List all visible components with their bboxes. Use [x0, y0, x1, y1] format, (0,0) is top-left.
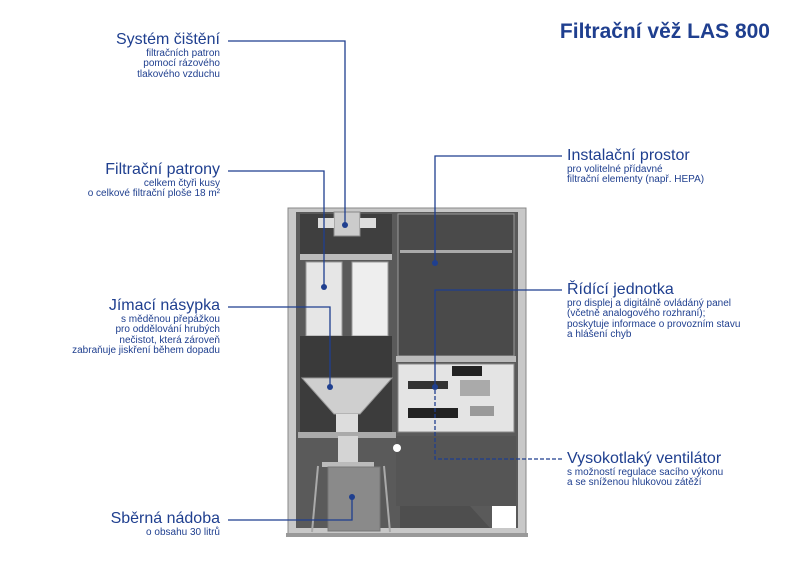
label-line: pro displej a digitálně ovládáný panel	[567, 297, 732, 309]
leader-hopper	[228, 306, 331, 387]
label-line: a se sníženou hlukovou zátěží	[567, 477, 702, 489]
label-heading: Systém čištění	[115, 31, 220, 48]
leader-fan	[434, 387, 562, 460]
marker-dot	[321, 284, 327, 290]
label-line: tlakového vzduchu	[137, 68, 220, 80]
marker-dot	[349, 494, 355, 500]
label-line: s možností regulace sacího výkonu	[567, 466, 724, 478]
label-line: celkem čtyři kusy	[143, 177, 220, 189]
label-install-space: Instalační prostor pro volitelné přídavn…	[567, 147, 797, 186]
label-heading: Sběrná nádoba	[110, 510, 220, 527]
label-heading: Jímací násypka	[108, 297, 220, 314]
label-heading: Instalační prostor	[567, 147, 690, 164]
label-fan: Vysokotlaký ventilátor s možností regula…	[567, 450, 797, 489]
label-line: filtrační elementy (např. HEPA)	[567, 174, 705, 186]
label-collection-container: Sběrná nádoba o obsahu 30 litrů	[0, 510, 220, 538]
label-line: filtračních patron	[146, 47, 220, 59]
install-space	[397, 213, 515, 357]
label-filter-cartridges: Filtrační patrony celkem čtyři kusy o ce…	[0, 161, 220, 200]
label-heading: Filtrační patrony	[105, 161, 220, 178]
marker-dot	[432, 384, 438, 390]
label-line: nečistot, která zároveň	[119, 334, 220, 346]
label-heading: Řídící jednotka	[567, 281, 674, 298]
leader-cleaning	[228, 40, 346, 225]
label-line: a hlášení chyb	[567, 329, 632, 341]
diagram-title: Filtrační věž LAS 800	[559, 20, 770, 43]
label-line: pomocí rázového	[143, 58, 220, 70]
label-heading: Vysokotlaký ventilátor	[567, 450, 722, 467]
label-line: pro volitelné přídavné	[567, 163, 663, 175]
leader-control	[434, 289, 562, 387]
label-line: (včetně analogového rozhraní);	[567, 308, 706, 320]
marker-dot	[432, 260, 438, 266]
label-line: pro oddělování hrubých	[115, 324, 220, 336]
label-line: o celkové filtrační ploše 18 m²	[87, 188, 220, 200]
label-line: o obsahu 30 litrů	[146, 526, 220, 538]
label-line: zabraňuje jiskření během dopadu	[72, 345, 220, 357]
label-line: s měděnou přepážkou	[121, 313, 220, 325]
marker-dot	[327, 384, 333, 390]
leader-cartridges	[228, 170, 325, 287]
label-hopper: Jímací násypka s měděnou přepážkou pro o…	[0, 297, 220, 357]
filter-cartridge	[351, 261, 389, 337]
hopper	[300, 377, 394, 415]
leader-container	[228, 497, 353, 521]
label-line: poskytuje informace o provozním stavu	[567, 318, 741, 330]
leader-install	[434, 155, 562, 263]
marker-dot	[342, 222, 348, 228]
label-cleaning-system: Systém čištění filtračních patron pomocí…	[0, 31, 220, 80]
label-control-unit: Řídící jednotka pro displej a digitálně …	[567, 281, 797, 341]
